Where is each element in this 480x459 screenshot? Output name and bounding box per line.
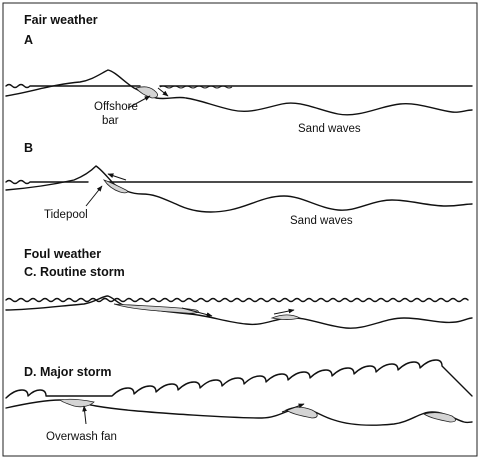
panel-b-sand-waves-label: Sand waves [290,215,353,227]
panel-a-offshore-bar-sand [135,86,159,99]
panel-d-label: D. Major storm [24,365,112,379]
panel-d-sand-wave-2 [423,412,456,423]
panel-d: D. Major storm Overwash fan [5,359,473,443]
panel-b: B Tidepool Sand waves [5,141,473,227]
panel-a: A Offshore bar Sand waves [5,33,473,135]
panel-c-onshore-arrow [273,308,295,315]
panel-b-tidepool-sand [103,179,128,194]
panel-a-sand-waves-label: Sand waves [298,123,361,135]
panel-c-water-line [5,297,469,303]
panel-d-overwash-fan-sand [59,398,95,408]
panel-b-label: B [24,141,33,155]
offshore-label-line2: bar [102,115,119,127]
foul-weather-heading: Foul weather [24,247,101,261]
panel-c-label: C. Routine storm [24,265,125,279]
panel-a-onshore-arrow [157,87,169,97]
panel-a-seafloor [5,69,473,116]
panel-c: C. Routine storm [5,265,473,329]
panel-b-water-line [5,179,473,185]
panel-c-seafloor [5,295,473,329]
panel-c-offshore-arrow [181,307,213,317]
panel-d-overwash-pointer [82,405,87,425]
panel-b-seafloor [5,165,473,213]
panel-a-label: A [24,33,33,47]
panel-a-bar-pointer [127,95,151,109]
offshore-label-line1: Offshore [94,101,138,113]
tidepool-label: Tidepool [44,209,88,221]
panel-a-water-wavelets [159,85,233,89]
fair-weather-heading: Fair weather [24,13,98,27]
panel-b-tidepool-pointer [85,185,103,207]
panel-c-sand-wave [270,314,302,320]
panel-b-offshore-arrow [107,173,127,181]
panel-d-onshore-arrow [281,403,305,413]
overwash-fan-label: Overwash fan [46,431,117,443]
panel-a-water-line [5,83,473,89]
panel-d-water-line [5,359,473,399]
